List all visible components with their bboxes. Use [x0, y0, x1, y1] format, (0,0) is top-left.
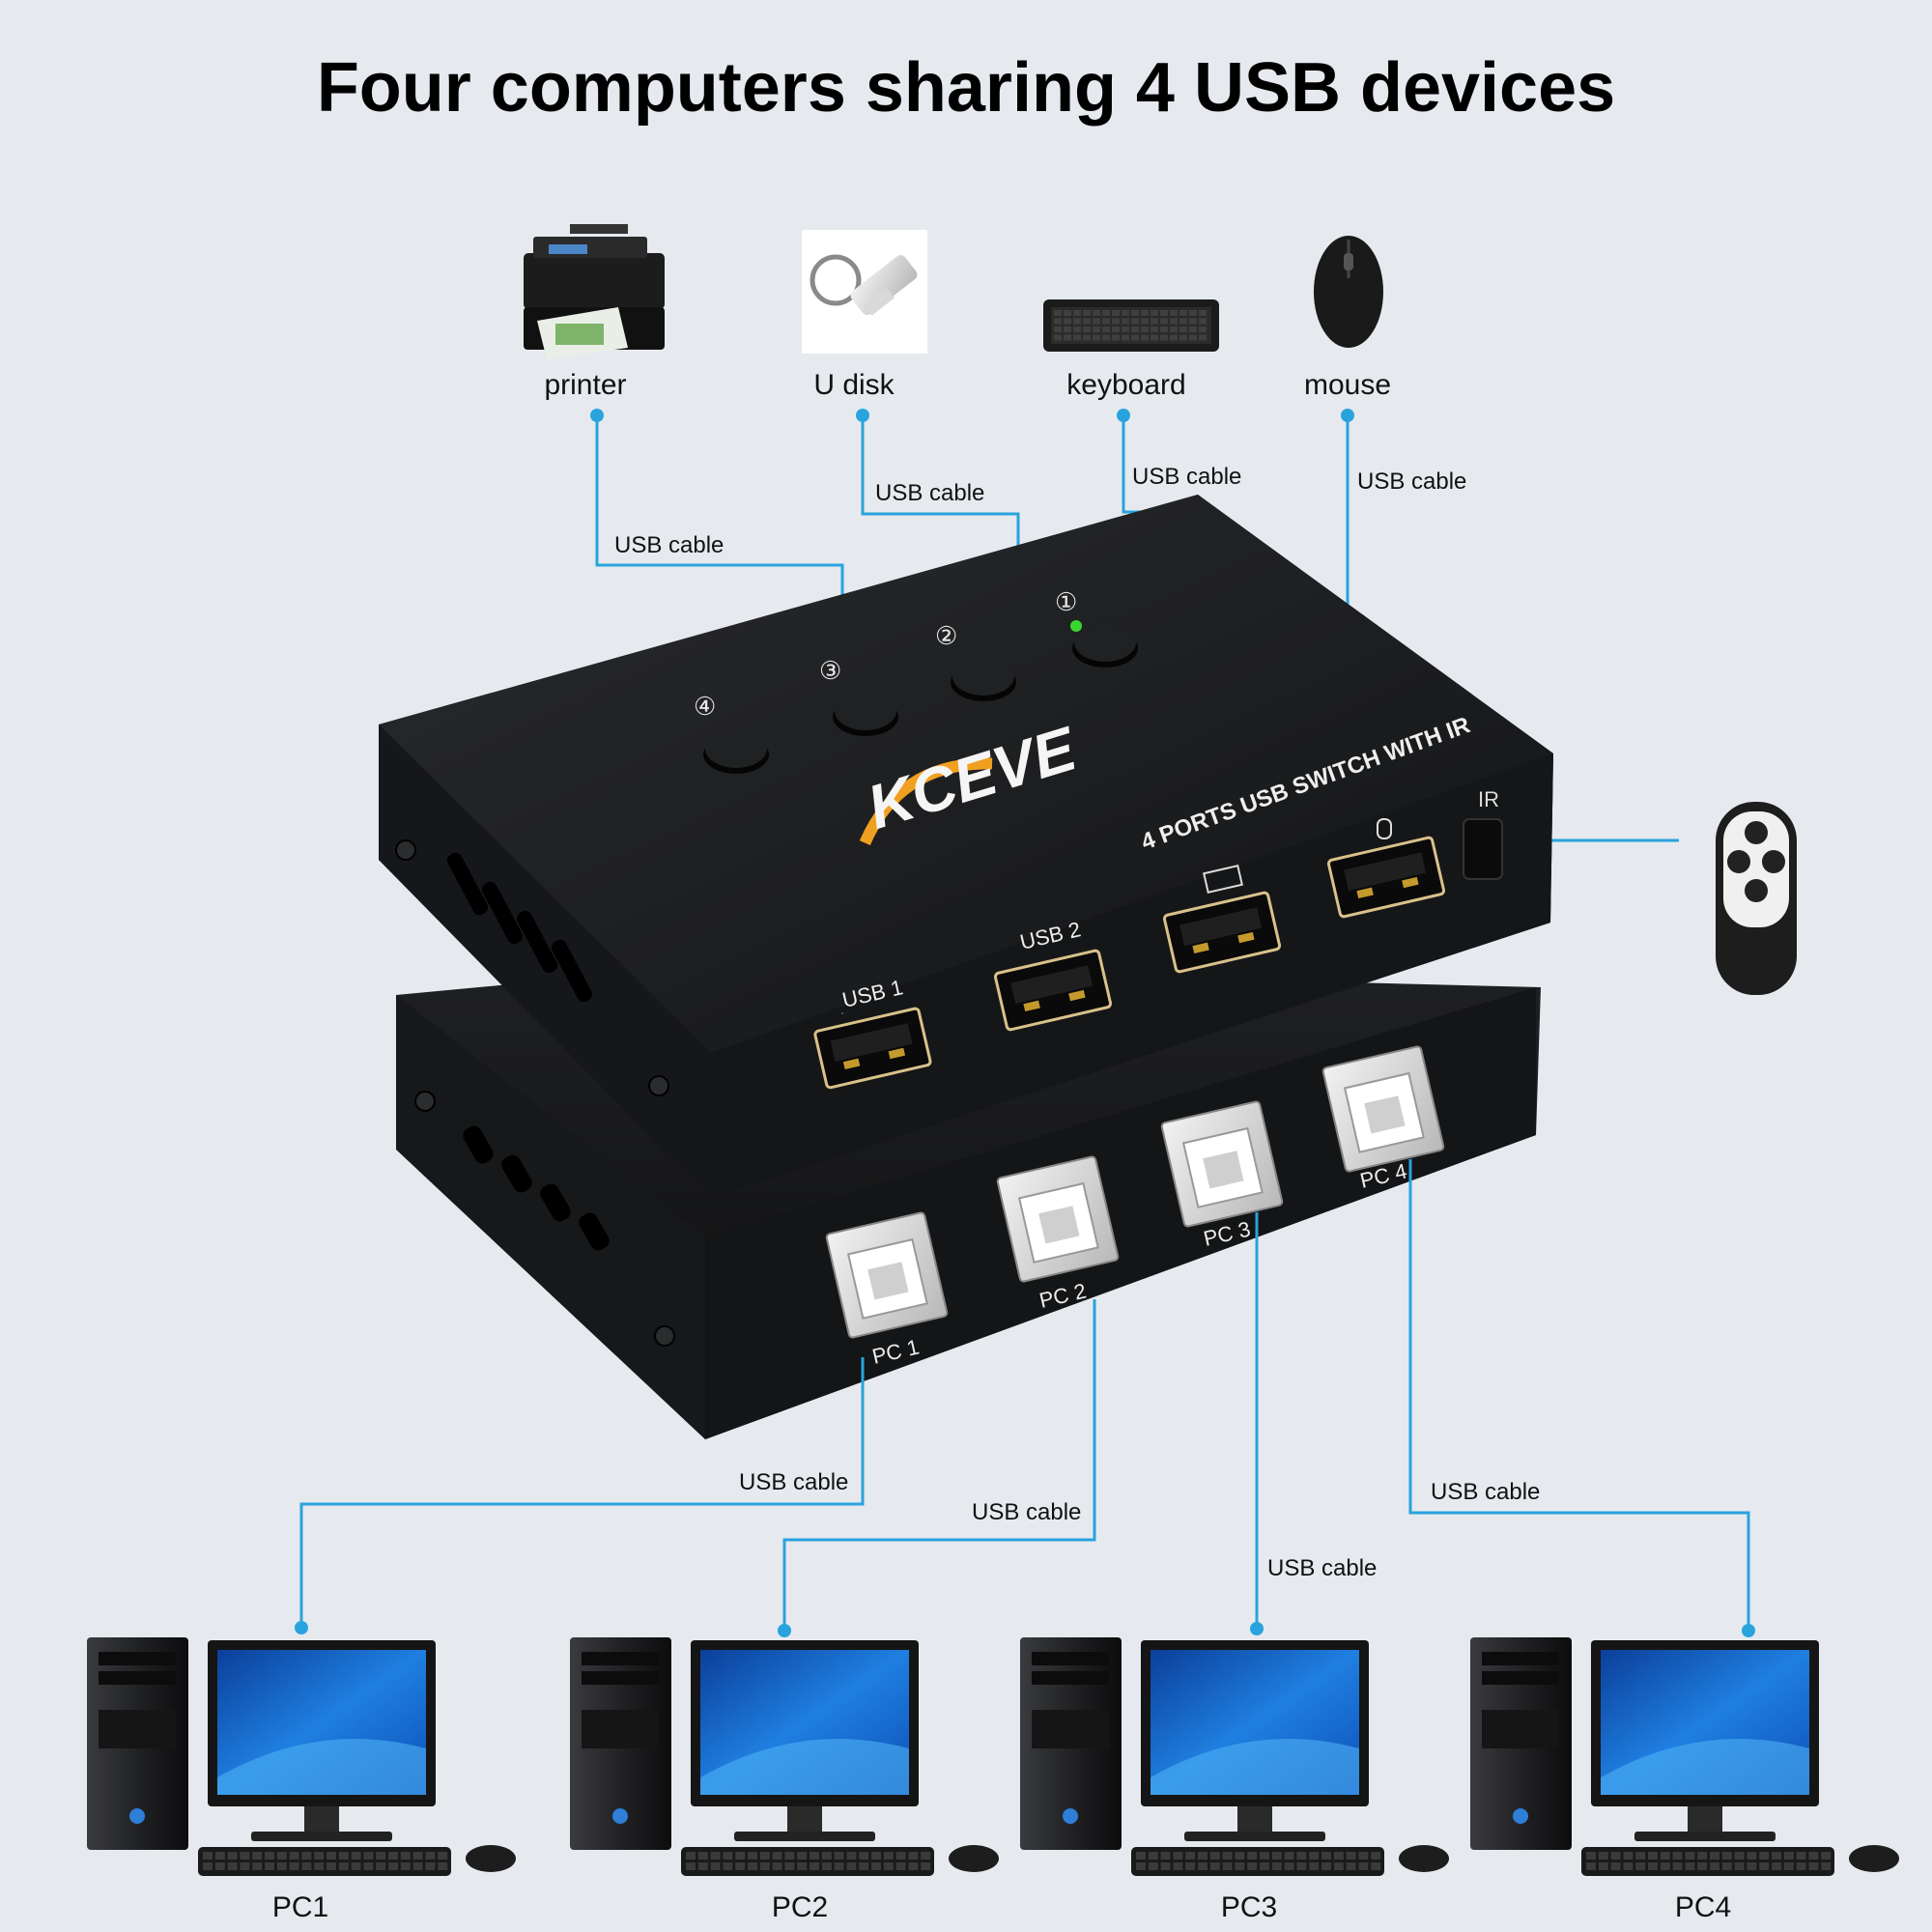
cable-label-pc2: USB cable — [972, 1499, 1082, 1525]
pc-label-3: PC3 — [1220, 1891, 1278, 1923]
keyboard-icon — [198, 1847, 451, 1876]
computer-1 — [87, 1637, 516, 1876]
cable-pc4 — [1408, 1159, 1750, 1631]
cable-label-keyboard: USB cable — [1132, 464, 1242, 490]
switch-button-label-1: ① — [1055, 587, 1077, 616]
usb-port-1 — [813, 1007, 932, 1090]
keyboard-icon — [1131, 1847, 1384, 1876]
computers-row — [87, 1637, 1899, 1876]
pc-label-2: PC2 — [771, 1891, 829, 1923]
cable-label-mouse: USB cable — [1357, 469, 1467, 495]
usb-flash-drive-icon — [802, 230, 927, 354]
device-label-mouse: mouse — [1303, 369, 1392, 401]
device-label-printer: printer — [544, 369, 627, 401]
mouse-icon — [466, 1845, 516, 1872]
ir-label: IR — [1478, 787, 1499, 811]
mouse-icon — [949, 1845, 999, 1872]
pc-label-4: PC4 — [1674, 1891, 1732, 1923]
mouse-port-icon — [1377, 818, 1392, 839]
switch-buttons: ④ ③ ② ① — [694, 587, 1138, 774]
usb-port-2 — [993, 949, 1113, 1032]
keyboard-icon — [681, 1847, 934, 1876]
status-led — [1070, 620, 1082, 632]
usb-port-keyboard — [1162, 891, 1282, 974]
pc-port-4 — [1321, 1045, 1445, 1173]
pc-port-3 — [1160, 1100, 1284, 1228]
tower-icon — [1020, 1637, 1122, 1850]
computer-2 — [570, 1637, 999, 1876]
switch-button-label-4: ④ — [694, 692, 716, 721]
cable-label-udisk: USB cable — [875, 480, 985, 506]
switch-button-label-3: ③ — [819, 656, 841, 685]
cable-label-printer: USB cable — [614, 532, 724, 558]
computer-3 — [1020, 1637, 1449, 1876]
keyboard-icon — [1043, 299, 1219, 352]
usb-port-group: USB 1 USB 2 — [813, 818, 1446, 1090]
cable-label-pc1: USB cable — [739, 1469, 849, 1495]
mouse-icon — [1314, 236, 1383, 348]
switch-button-4 — [703, 729, 769, 774]
tower-icon — [87, 1637, 188, 1850]
printer-icon — [524, 224, 665, 359]
pc-cables — [299, 1159, 1750, 1631]
pc-label-1: PC1 — [271, 1891, 329, 1923]
keyboard-icon — [1581, 1847, 1834, 1876]
tower-icon — [570, 1637, 671, 1850]
pc-port-1 — [825, 1211, 949, 1339]
mouse-icon — [1849, 1845, 1899, 1872]
monitor-icon — [691, 1640, 919, 1841]
pc-port-2 — [996, 1155, 1120, 1283]
keyboard-port-icon — [1203, 865, 1243, 894]
monitor-icon — [1591, 1640, 1819, 1841]
switch-button-1 — [1072, 623, 1138, 668]
monitor-icon — [1141, 1640, 1369, 1841]
device-label-udisk: U disk — [813, 369, 895, 401]
switch-button-label-2: ② — [935, 621, 957, 650]
cable-label-pc4: USB cable — [1431, 1479, 1541, 1505]
usb-port-mouse — [1326, 836, 1446, 919]
monitor-icon — [208, 1640, 436, 1841]
switch-button-2 — [951, 657, 1016, 701]
cable-pc2 — [782, 1299, 1096, 1631]
device-label-keyboard: keyboard — [1066, 369, 1186, 401]
pc-port-group: PC 1PC 2PC 3PC 4 — [825, 1045, 1445, 1369]
mouse-icon — [1399, 1845, 1449, 1872]
cable-pc1 — [299, 1357, 865, 1628]
computer-4 — [1470, 1637, 1899, 1876]
cable-label-pc3: USB cable — [1267, 1555, 1378, 1581]
page-title: Four computers sharing 4 USB devices — [316, 49, 1616, 127]
ir-remote-icon — [1716, 802, 1797, 995]
ir-sensor — [1463, 818, 1503, 880]
switch-button-3 — [833, 692, 898, 736]
tower-icon — [1470, 1637, 1572, 1850]
